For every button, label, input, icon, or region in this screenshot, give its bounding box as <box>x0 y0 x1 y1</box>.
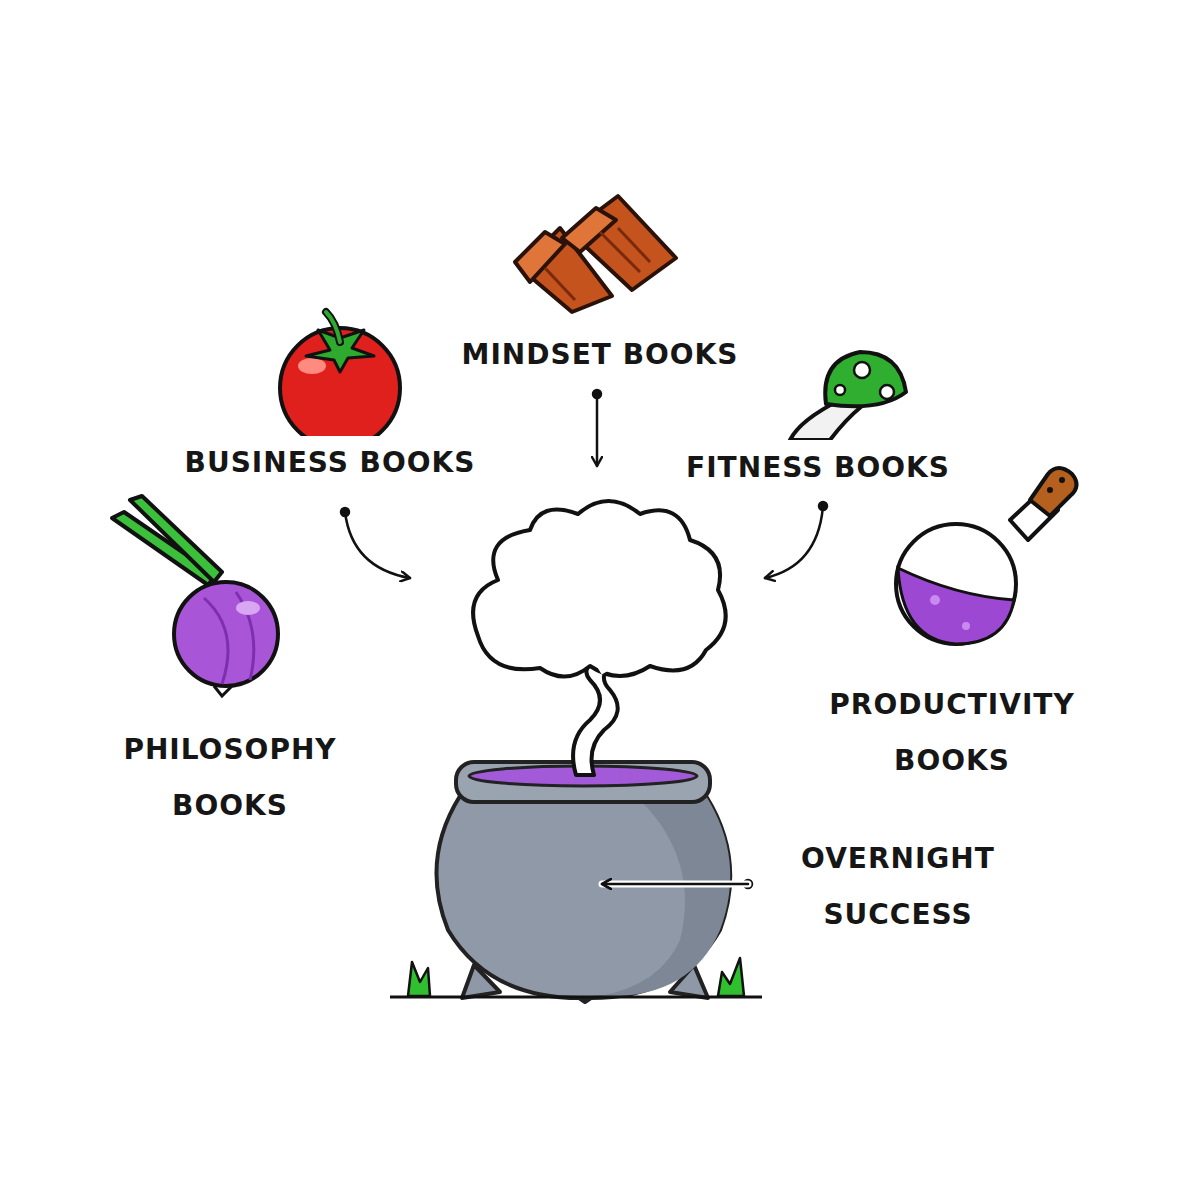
ground-line <box>390 996 762 999</box>
ingredient-label: PHILOSOPHY BOOKS <box>105 722 355 834</box>
result-label: OVERNIGHT SUCCESS <box>778 831 1018 943</box>
wood-logs <box>515 196 676 312</box>
ingredient-label: FITNESS BOOKS <box>628 440 1008 496</box>
grass <box>408 958 744 996</box>
potion-bottle <box>896 468 1077 644</box>
onion <box>112 496 278 696</box>
mushroom <box>790 352 906 440</box>
ingredient-label: PRODUCTIVITY BOOKS <box>802 677 1102 789</box>
tomato <box>280 312 400 436</box>
ingredient-label: BUSINESS BOOKS <box>130 435 530 491</box>
smoke <box>473 501 726 775</box>
ingredient-label: MINDSET BOOKS <box>390 327 810 383</box>
